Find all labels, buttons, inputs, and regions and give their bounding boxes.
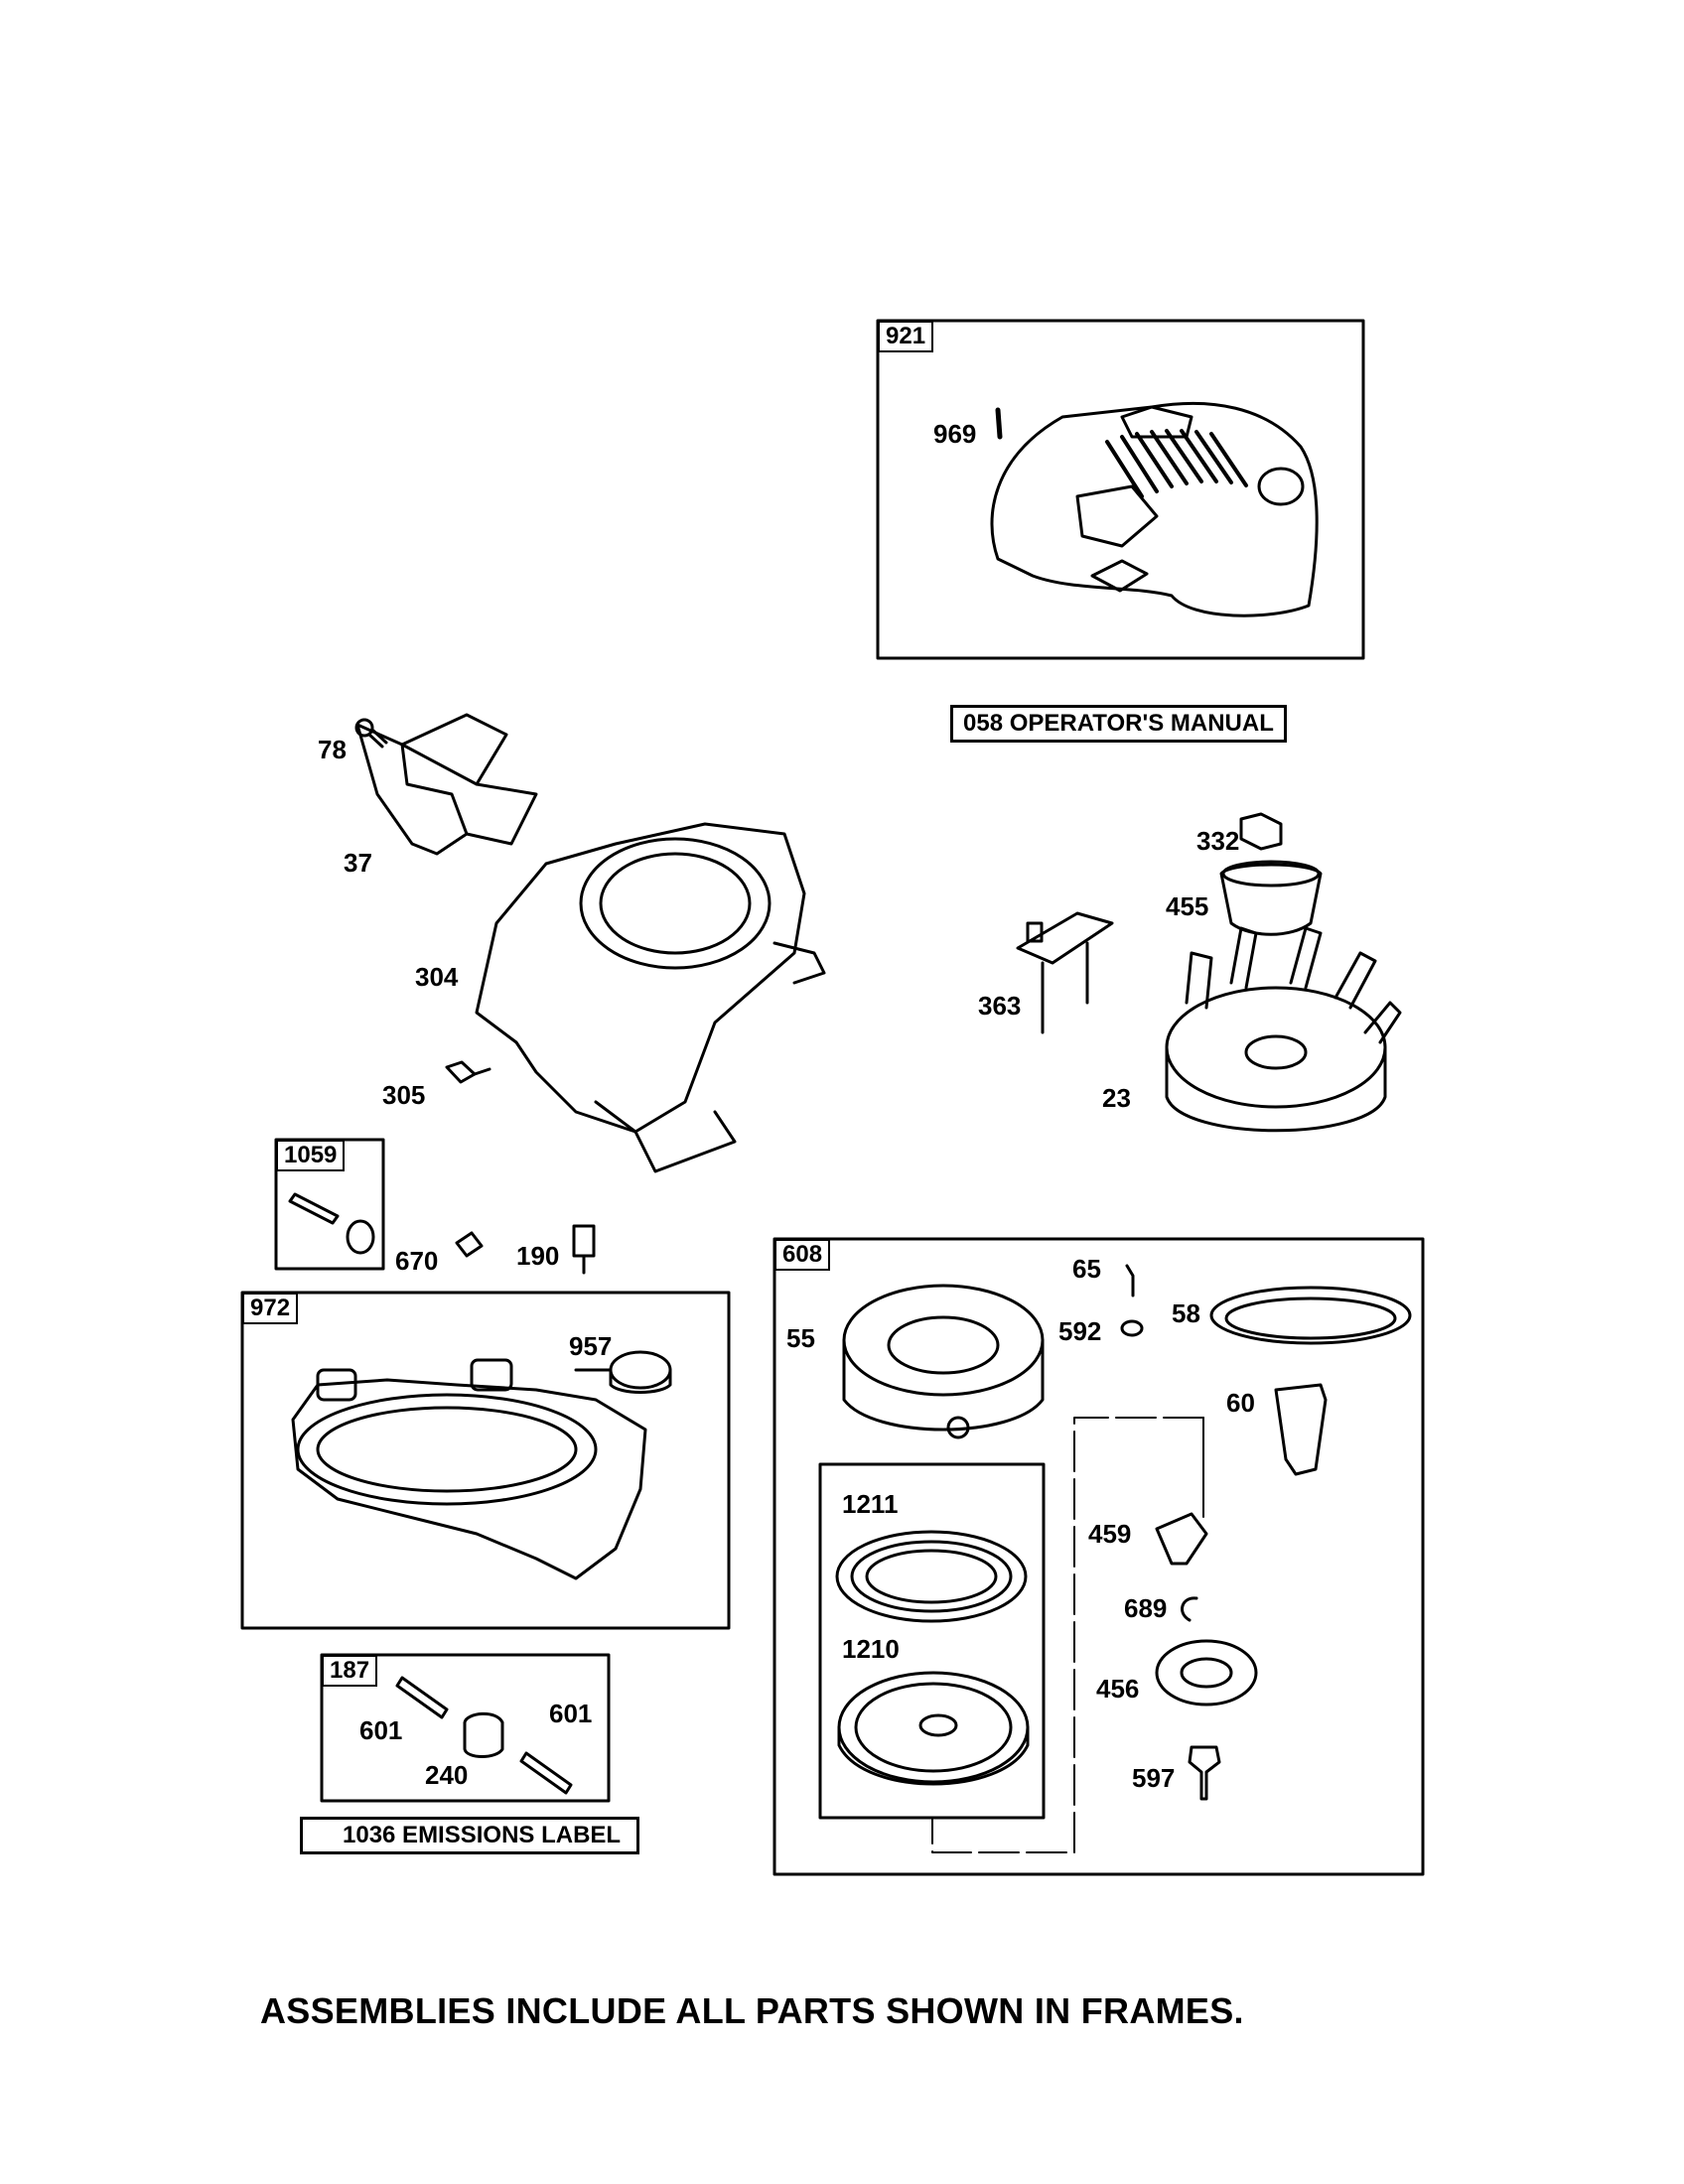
frame-921 <box>876 319 1365 660</box>
part-label-601-right: 601 <box>549 1699 593 1728</box>
part-label-65: 65 <box>1072 1254 1101 1284</box>
part-label-689: 689 <box>1124 1593 1168 1623</box>
bracket-drawing <box>1016 911 1114 1034</box>
part-label-601-left: 601 <box>359 1715 403 1745</box>
fuel-fittings-drawing <box>395 1676 573 1795</box>
part-label-190: 190 <box>516 1241 560 1271</box>
footer-note: ASSEMBLIES INCLUDE ALL PARTS SHOWN IN FR… <box>260 1990 1244 2031</box>
part-label-55: 55 <box>786 1323 815 1353</box>
part-label-670: 670 <box>395 1246 439 1276</box>
part-label-459: 459 <box>1088 1519 1132 1549</box>
air-guide-drawing <box>354 713 538 856</box>
part-label-1210: 1210 <box>842 1634 900 1664</box>
part-label-957: 957 <box>569 1331 613 1361</box>
part-label-37: 37 <box>344 848 372 878</box>
part-label-60: 60 <box>1226 1388 1255 1418</box>
part-label-58: 58 <box>1172 1298 1200 1328</box>
part-label-304: 304 <box>415 962 459 992</box>
flywheel-drawing <box>1165 926 1402 1133</box>
spring-and-pulley-drawing <box>835 1530 1030 1786</box>
rewind-housing-drawing <box>842 1264 1144 1439</box>
part-label-240: 240 <box>425 1760 469 1790</box>
blower-housing-drawing <box>445 822 826 1173</box>
connector-line <box>931 1417 1204 1853</box>
part-label-78: 78 <box>318 735 347 764</box>
ratchet-parts-drawing <box>1155 1512 1258 1801</box>
frame-tag-1059: 1059 <box>276 1140 346 1171</box>
part-label-456: 456 <box>1096 1674 1140 1704</box>
part-label-363: 363 <box>978 991 1022 1021</box>
emissions-label-banner: 1036 EMISSIONS LABEL <box>300 1817 640 1854</box>
part-label-455: 455 <box>1166 891 1209 921</box>
spacer-and-bolt-drawing <box>288 1192 596 1275</box>
frame-608 <box>772 1237 1425 1876</box>
part-label-305: 305 <box>382 1080 426 1110</box>
part-label-1211: 1211 <box>842 1489 899 1519</box>
fuel-tank-drawing <box>291 1350 672 1580</box>
part-label-969: 969 <box>933 419 977 449</box>
frame-tag-972: 972 <box>242 1293 299 1324</box>
operators-manual-banner: 058 OPERATOR'S MANUAL <box>950 705 1287 743</box>
frame-972 <box>240 1291 731 1630</box>
frame-187 <box>320 1653 611 1803</box>
part-label-332: 332 <box>1196 826 1240 856</box>
part-label-23: 23 <box>1102 1083 1131 1113</box>
frame-tag-187: 187 <box>322 1655 378 1687</box>
part-label-592: 592 <box>1058 1316 1102 1346</box>
frame-tag-608: 608 <box>774 1239 831 1271</box>
rope-and-handle-drawing <box>1209 1286 1412 1476</box>
frame-tag-921: 921 <box>878 321 934 352</box>
engine-cover-drawing <box>990 401 1319 617</box>
part-label-597: 597 <box>1132 1763 1176 1793</box>
